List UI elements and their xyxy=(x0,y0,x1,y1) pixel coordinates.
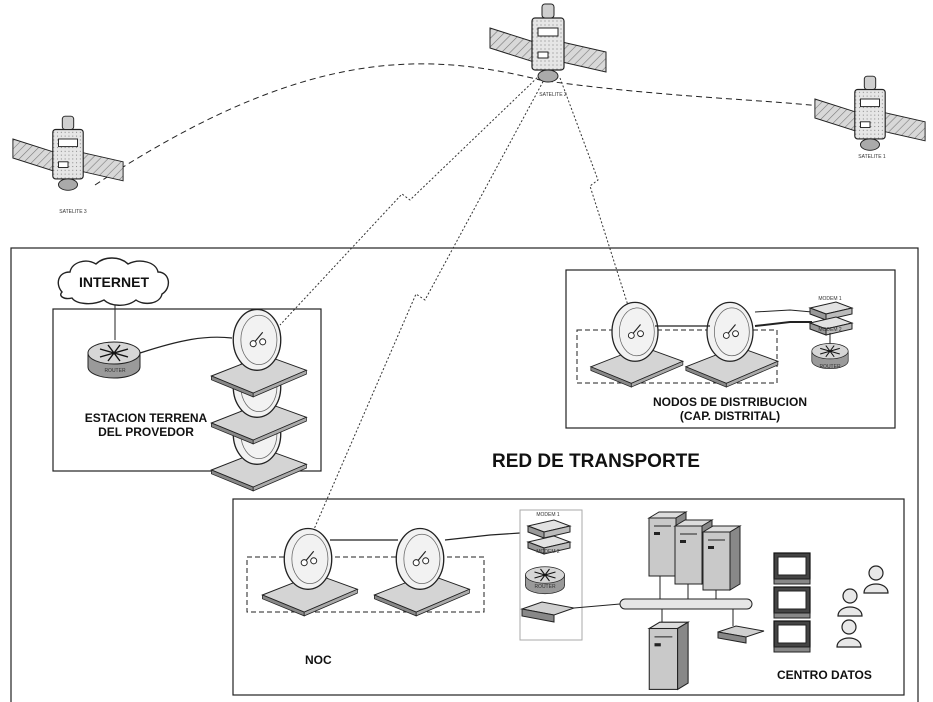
provider-station-panel xyxy=(52,308,322,472)
switch-datacenter-side xyxy=(717,631,747,644)
distribution-dish-group xyxy=(576,329,778,384)
link-router-dish xyxy=(139,336,233,354)
distribution-nodes-line1: NODOS DE DISTRIBUCION xyxy=(652,395,807,409)
storage-server xyxy=(648,621,689,690)
distribution-nodes-line2: (CAP. DISTRITAL) xyxy=(679,408,781,423)
dish-noc-1 xyxy=(261,527,359,617)
link-dist-modems xyxy=(754,321,812,327)
provider-station-line1: ESTACION TERRENA xyxy=(84,411,208,425)
network-bus xyxy=(619,598,753,610)
link-sat2-noc xyxy=(304,77,546,551)
dish-noc-2 xyxy=(373,527,471,617)
link-dist-modems-b xyxy=(754,309,813,313)
switch-noc-side xyxy=(521,608,555,623)
person-3 xyxy=(836,619,862,648)
data-center-label: CENTRO DATOS xyxy=(777,668,872,682)
noc-equipment-rack xyxy=(519,509,583,641)
modem-distribution-2-label: MODEM 2 xyxy=(818,327,842,333)
router-noc-label: ROUTER xyxy=(534,584,556,590)
link-switch-bus xyxy=(573,603,621,609)
satellite-3 xyxy=(12,115,124,191)
satellite-1-label: SATELITE 1 xyxy=(858,154,886,160)
provider-station-line2: DEL PROVEDOR xyxy=(98,424,194,439)
transport-network-frame xyxy=(10,247,919,702)
satellite-3-label: SATELITE 3 xyxy=(59,209,87,215)
distribution-nodes-panel xyxy=(565,269,896,429)
orbit-arc xyxy=(94,63,846,186)
dish-distribution-2 xyxy=(685,301,779,388)
noc-datacenter-panel xyxy=(232,498,905,696)
server-3 xyxy=(702,525,741,591)
noc-label: NOC xyxy=(305,653,332,667)
satellite-1 xyxy=(814,75,926,151)
noc-dish-group xyxy=(246,556,485,613)
person-2 xyxy=(837,588,863,617)
person-1 xyxy=(863,565,889,594)
modem-noc-1-label: MODEM 1 xyxy=(536,512,560,518)
router-provider-label: ROUTER xyxy=(104,368,126,374)
router-distribution-label: ROUTER xyxy=(819,364,841,370)
modem-noc-1 xyxy=(527,519,571,539)
satellite-2 xyxy=(489,3,607,83)
modem-distribution-1-label: MODEM 1 xyxy=(818,296,842,302)
link-sat2-distribution xyxy=(559,77,633,319)
workstation-2 xyxy=(773,586,811,619)
workstation-1 xyxy=(773,552,811,585)
satellite-2-label: SATELITE 2 xyxy=(539,92,567,98)
dish-distribution-1 xyxy=(590,301,684,388)
internet-cloud xyxy=(57,257,169,306)
distribution-nodes-label: NODOS DE DISTRIBUCION (CAP. DISTRITAL) xyxy=(580,395,880,424)
dish-provider-1 xyxy=(210,308,308,398)
provider-station-label: ESTACION TERRENA DEL PROVEDOR xyxy=(56,411,236,440)
modem-noc-2-label: MODEM 2 xyxy=(536,549,560,555)
transport-network-label: RED DE TRANSPORTE xyxy=(492,451,700,472)
link-noc-modems xyxy=(444,532,521,541)
workstation-3 xyxy=(773,620,811,653)
link-sat2-provider xyxy=(279,74,541,326)
modem-distribution-1 xyxy=(809,301,853,321)
internet-cloud-label: INTERNET xyxy=(79,274,149,290)
